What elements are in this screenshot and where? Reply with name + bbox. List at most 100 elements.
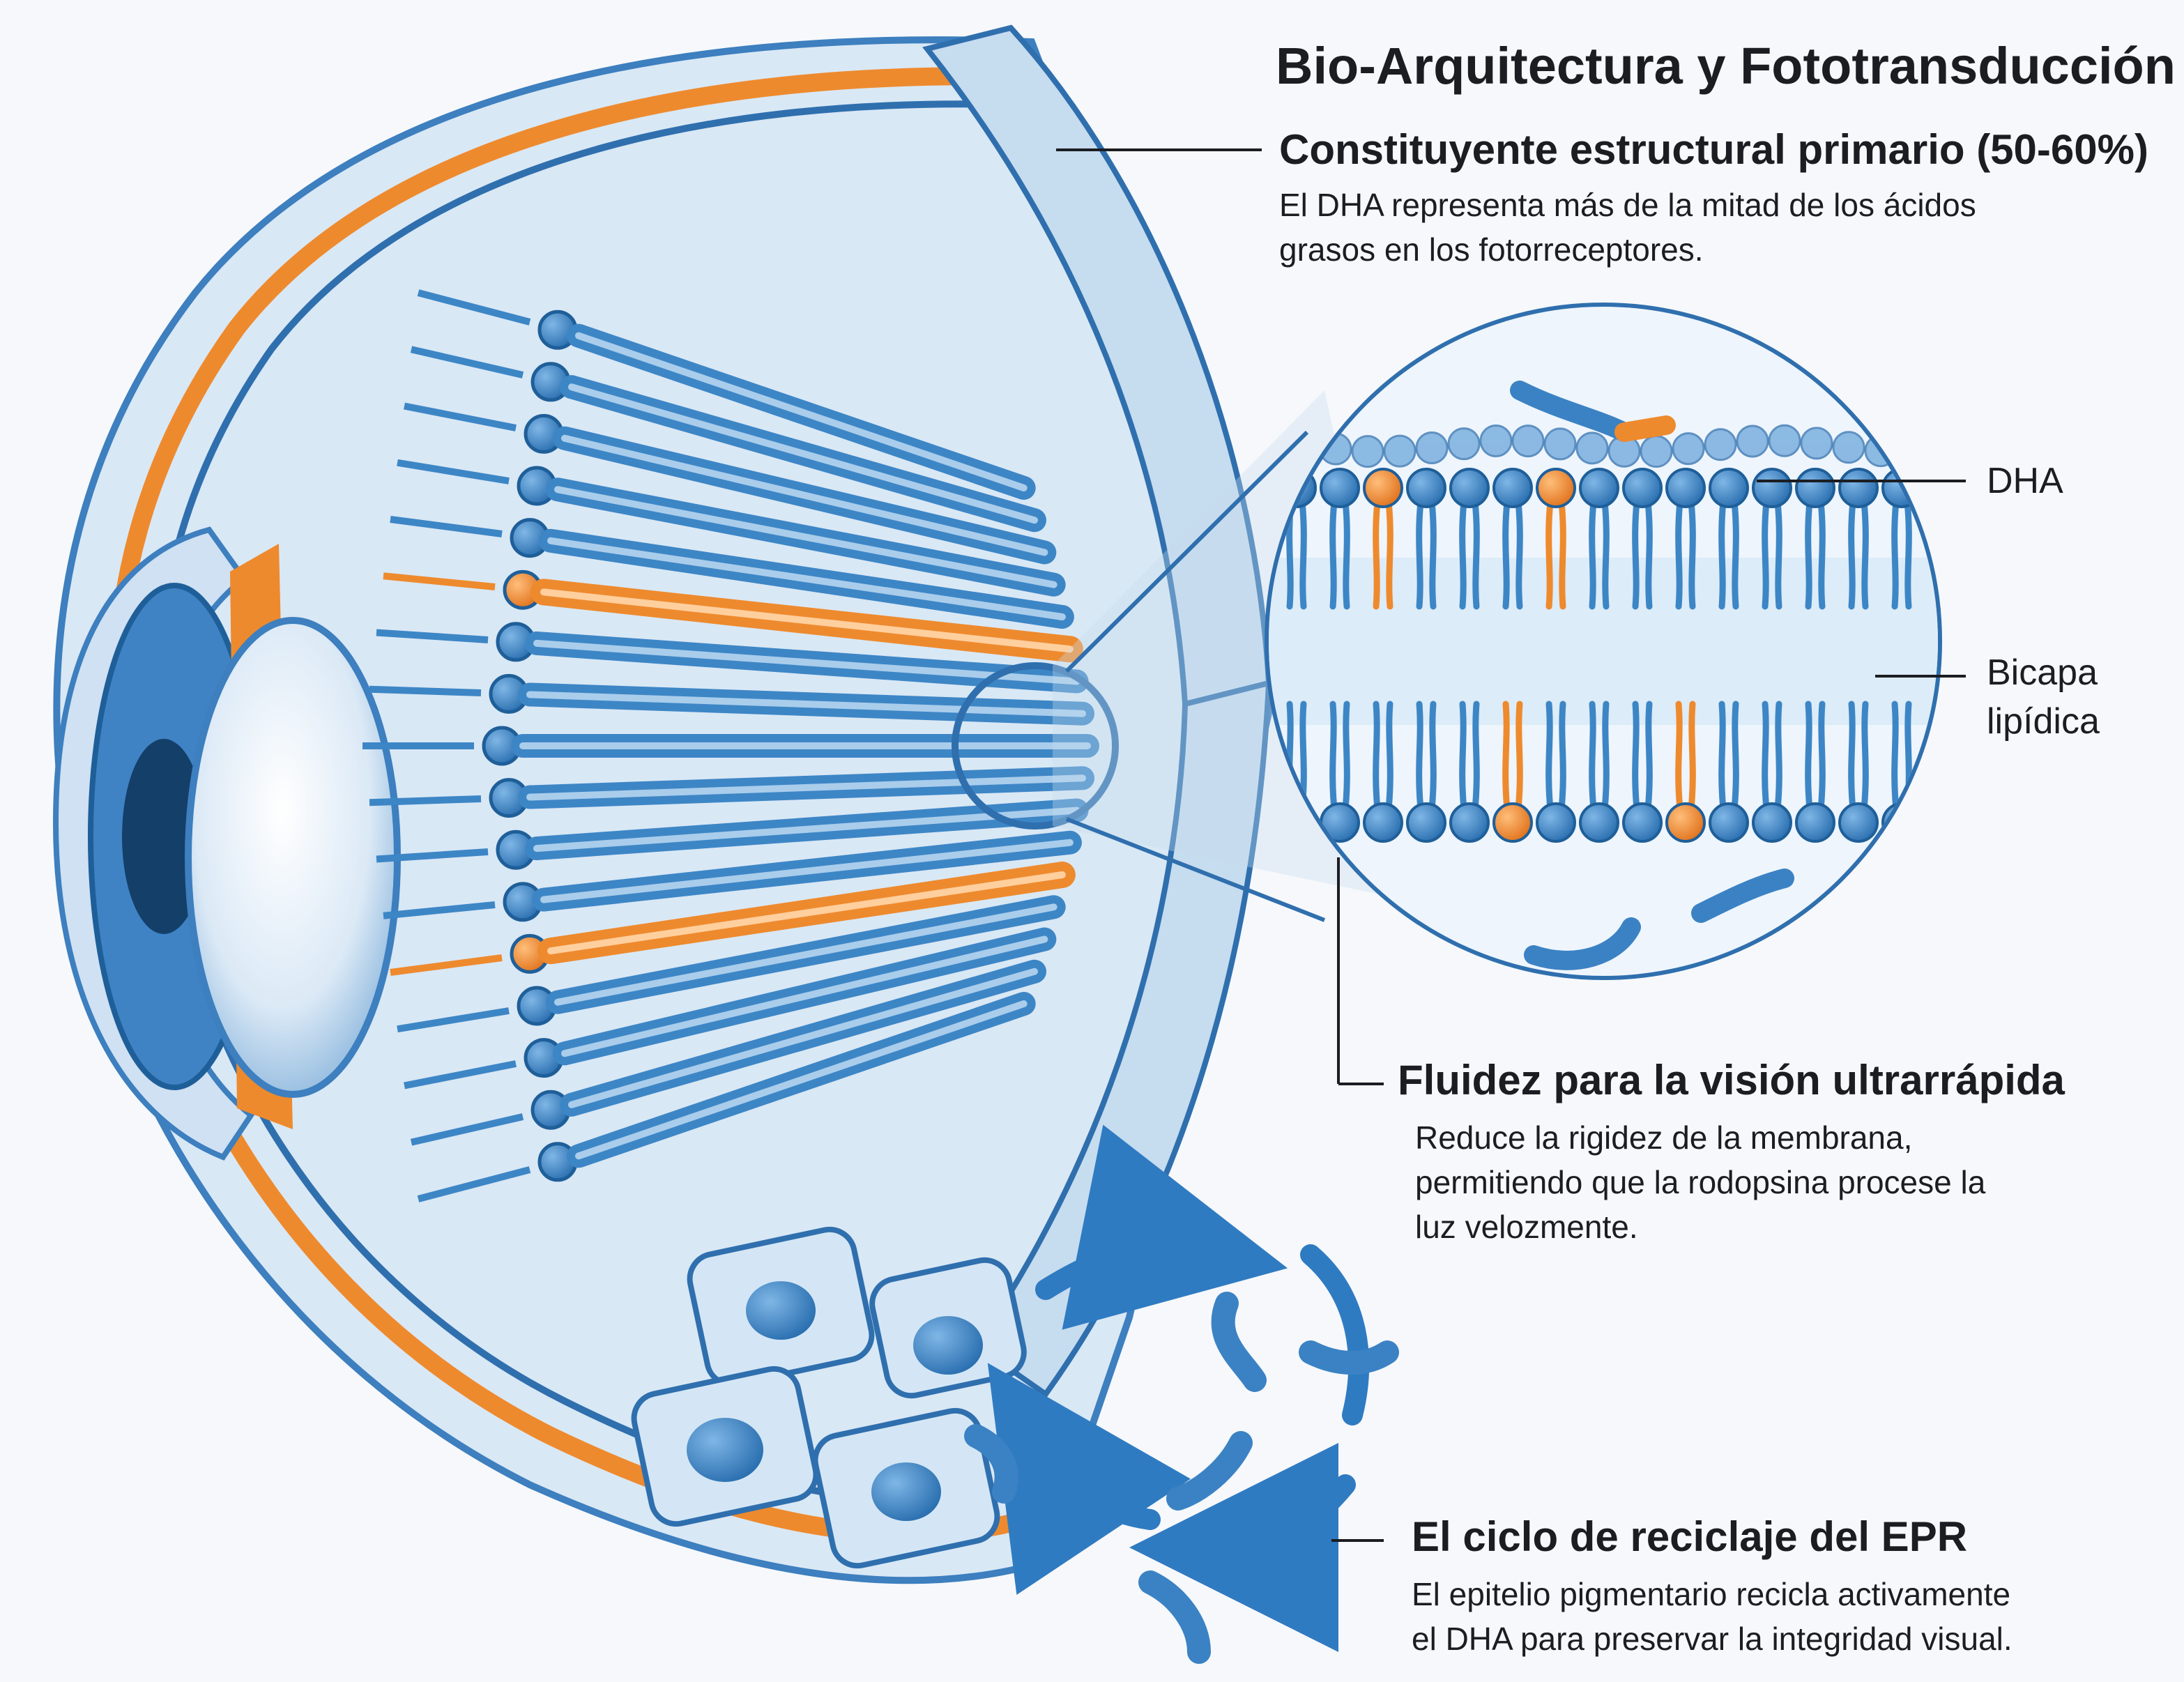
- lipid-head-back: [1416, 433, 1447, 464]
- lipid-head: [1364, 804, 1402, 841]
- lipid-head: [1451, 469, 1488, 507]
- lipid-tail: [1679, 704, 1680, 809]
- lipid-tail: [1592, 502, 1594, 606]
- lipid-tail: [1561, 704, 1563, 809]
- lipid-tail: [1734, 502, 1736, 606]
- lipid-tail: [1518, 704, 1520, 809]
- lipid-head: [1321, 469, 1359, 507]
- lipid-head-back: [1577, 433, 1608, 464]
- lipid-tail: [1419, 502, 1421, 606]
- lipid-tail: [1648, 704, 1649, 809]
- lipid-tail: [1722, 704, 1723, 809]
- lipid-head: [1580, 804, 1618, 841]
- lipid-tail: [1561, 502, 1563, 606]
- lipid-head: [1537, 804, 1575, 841]
- lipid-head: [1840, 469, 1877, 507]
- lipid-tail: [1333, 502, 1334, 606]
- lipid-head: [1494, 469, 1532, 507]
- lipid-head: [1494, 804, 1532, 841]
- lipid-tail: [1549, 704, 1550, 809]
- lipid-head: [1537, 469, 1575, 507]
- lipid-head: [1796, 804, 1834, 841]
- lipid-head-back: [1545, 429, 1575, 459]
- section-structural-text: El DHA representa más de la mitad de los…: [1279, 183, 2151, 272]
- rpe-line-1: El epitelio pigmentario recicla activame…: [1412, 1576, 2010, 1612]
- lipid-head-back: [1641, 436, 1672, 467]
- lipid-tail: [1734, 704, 1736, 809]
- rpe-line-2: el DHA para preservar la integridad visu…: [1412, 1621, 2013, 1657]
- lipid-head: [1580, 469, 1618, 507]
- lipid-head: [1710, 469, 1748, 507]
- lipid-tail: [1518, 502, 1520, 606]
- structural-line-2: grasos en los fotorreceptores.: [1279, 231, 1704, 268]
- lipid-tail: [1722, 502, 1723, 606]
- lipid-tail: [1808, 704, 1810, 809]
- lipid-tail: [1691, 502, 1693, 606]
- lipid-tail: [1605, 704, 1606, 809]
- label-bilayer-line-2: lipídica: [1987, 701, 2100, 742]
- diagram-title: Bio-Arquitectura y Fototransducción: [1276, 36, 2176, 95]
- lipid-tail: [1592, 704, 1594, 809]
- lipid-head-back: [1673, 434, 1704, 464]
- lipid-tail: [1376, 502, 1377, 606]
- lipid-tail: [1808, 502, 1810, 606]
- lipid-tail: [1778, 502, 1779, 606]
- section-rpe-text: El epitelio pigmentario recicla activame…: [1412, 1572, 2164, 1661]
- lipid-tail: [1765, 704, 1766, 809]
- lipid-tail: [1635, 502, 1637, 606]
- lipid-head: [1667, 804, 1704, 841]
- lipid-tail: [1333, 704, 1334, 809]
- lipid-tail: [1851, 502, 1853, 606]
- lipid-head: [1624, 469, 1661, 507]
- section-rpe-heading: El ciclo de reciclaje del EPR: [1412, 1513, 1967, 1561]
- lipid-tail: [1778, 704, 1779, 809]
- lipid-head: [1451, 804, 1488, 841]
- lipid-head: [1364, 469, 1402, 507]
- lipid-tail: [1765, 502, 1766, 606]
- section-fluidity-text: Reduce la rigidez de la membrana, permit…: [1415, 1115, 2147, 1249]
- lipid-tail: [1864, 502, 1865, 606]
- lipid-tail: [1506, 704, 1507, 809]
- lipid-tail: [1635, 704, 1637, 809]
- lipid-tail: [1864, 704, 1865, 809]
- lipid-tail: [1821, 502, 1822, 606]
- lipid-head-back: [1352, 436, 1383, 467]
- lipid-tail: [1907, 502, 1909, 606]
- lipid-head: [1710, 804, 1748, 841]
- lipid-tail: [1345, 502, 1347, 606]
- fluidity-line-3: luz velozmente.: [1415, 1209, 1638, 1245]
- lipid-tail: [1432, 502, 1433, 606]
- lipid-tail: [1907, 704, 1909, 809]
- lipid-tail: [1851, 704, 1853, 809]
- lipid-tail: [1432, 704, 1433, 809]
- lipid-tail: [1691, 704, 1693, 809]
- structural-line-1: El DHA representa más de la mitad de los…: [1279, 187, 1976, 223]
- lipid-tail: [1475, 704, 1476, 809]
- lipid-head-back: [1705, 429, 1736, 460]
- lipid-head-back: [1481, 426, 1511, 457]
- lipid-tail: [1679, 502, 1680, 606]
- lipid-head-back: [1737, 426, 1768, 457]
- label-bilayer-line-1: Bicapa: [1987, 652, 2098, 694]
- lipid-tail: [1345, 704, 1347, 809]
- lipid-head: [1753, 804, 1791, 841]
- lipid-head: [1407, 804, 1445, 841]
- lipid-tail: [1389, 704, 1390, 809]
- axon: [369, 689, 481, 693]
- lipid-tail: [1506, 502, 1507, 606]
- lipid-head: [1624, 804, 1661, 841]
- lipid-head-back: [1769, 425, 1800, 456]
- lipid-tail: [1475, 502, 1476, 606]
- lipid-tail: [1648, 502, 1649, 606]
- lens: [188, 620, 397, 1094]
- lipid-tail: [1463, 502, 1464, 606]
- section-fluidity-heading: Fluidez para la visión ultrarrápida: [1398, 1056, 2065, 1104]
- lipid-tail: [1302, 502, 1304, 606]
- lipid-tail: [1605, 502, 1606, 606]
- lipid-head-back: [1801, 428, 1832, 459]
- lipid-head: [1407, 469, 1445, 507]
- axon: [369, 799, 481, 802]
- lipid-head: [1753, 469, 1791, 507]
- lipid-head-back: [1833, 432, 1864, 463]
